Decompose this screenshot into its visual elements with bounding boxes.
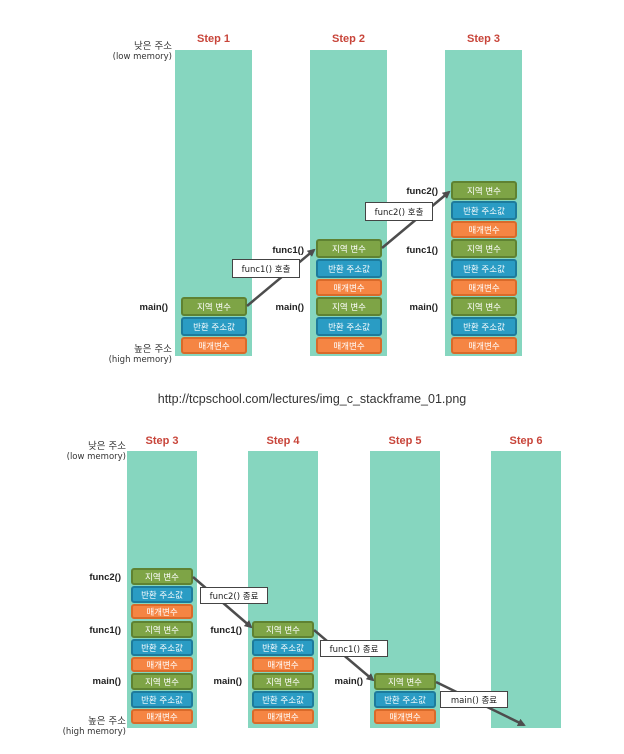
param-box: 매개변수 — [252, 709, 314, 724]
end-note-main: main() 종료 — [440, 691, 508, 708]
frame-label-func2: func2() — [406, 186, 438, 197]
step-title: Step 6 — [509, 435, 543, 447]
call-note-func1: func1() 호출 — [232, 259, 300, 278]
param-box: 매개변수 — [131, 657, 193, 672]
low-address-label: 낮은 주소 (low memory) — [60, 41, 172, 63]
frame-label-func1: func1() — [406, 245, 438, 256]
return-addr-box: 반환 주소값 — [316, 317, 382, 336]
low-address-sub: (low memory) — [112, 52, 172, 62]
frame-label-func1: func1() — [89, 625, 121, 636]
frame-label-main: main() — [213, 676, 243, 687]
return-addr-box: 반환 주소값 — [252, 691, 314, 708]
end-note-func2: func2() 종료 — [200, 587, 268, 604]
return-addr-box: 반환 주소값 — [181, 317, 247, 336]
high-address-label: 높은 주소 (high memory) — [14, 716, 126, 738]
step-title: Step 3 — [145, 435, 179, 447]
step-title: Step 3 — [466, 33, 500, 45]
param-box: 매개변수 — [316, 279, 382, 296]
local-var-box: 지역 변수 — [181, 297, 247, 316]
local-var-box: 지역 변수 — [451, 181, 517, 200]
param-box: 매개변수 — [131, 709, 193, 724]
param-box: 매개변수 — [451, 337, 517, 354]
local-var-box: 지역 변수 — [316, 239, 382, 258]
return-addr-box: 반환 주소값 — [131, 586, 193, 603]
step-title: Step 5 — [388, 435, 422, 447]
param-box: 매개변수 — [374, 709, 436, 724]
return-addr-box: 반환 주소값 — [451, 317, 517, 336]
return-addr-box: 반환 주소값 — [252, 639, 314, 656]
param-box: 매개변수 — [181, 337, 247, 354]
param-box: 매개변수 — [451, 221, 517, 238]
return-addr-box: 반환 주소값 — [316, 259, 382, 278]
frame-label-main: main() — [409, 302, 439, 313]
frame-label-main: main() — [92, 676, 122, 687]
frame-label-main: main() — [275, 302, 305, 313]
step-title: Step 4 — [266, 435, 300, 447]
frame-label-func1: func1() — [272, 245, 304, 256]
local-var-box: 지역 변수 — [131, 568, 193, 585]
frame-label-main: main() — [139, 302, 169, 313]
local-var-box: 지역 변수 — [252, 673, 314, 690]
param-box: 매개변수 — [451, 279, 517, 296]
return-addr-box: 반환 주소값 — [374, 691, 436, 708]
call-arrow — [246, 248, 316, 307]
step-title: Step 2 — [331, 33, 365, 45]
param-box: 매개변수 — [131, 604, 193, 619]
local-var-box: 지역 변수 — [252, 621, 314, 638]
low-address-text: 낮은 주소 — [88, 441, 126, 452]
stack-column-step6 — [491, 451, 561, 728]
local-var-box: 지역 변수 — [131, 673, 193, 690]
frame-label-func2: func2() — [89, 572, 121, 583]
local-var-box: 지역 변수 — [451, 297, 517, 316]
local-var-box: 지역 변수 — [451, 239, 517, 258]
high-address-text: 높은 주소 — [88, 716, 126, 727]
local-var-box: 지역 변수 — [316, 297, 382, 316]
end-note-func1: func1() 종료 — [320, 640, 388, 657]
low-address-label: 낮은 주소 (low memory) — [14, 441, 126, 463]
local-var-box: 지역 변수 — [131, 621, 193, 638]
return-addr-box: 반환 주소값 — [451, 259, 517, 278]
call-note-func2: func2() 호출 — [365, 202, 433, 221]
source-url: http://tcpschool.com/lectures/img_c_stac… — [157, 392, 467, 406]
high-address-label: 높은 주소 (high memory) — [60, 344, 172, 366]
high-address-text: 높은 주소 — [134, 344, 172, 355]
param-box: 매개변수 — [316, 337, 382, 354]
step-title: Step 1 — [196, 33, 230, 45]
return-addr-box: 반환 주소값 — [451, 201, 517, 220]
return-addr-box: 반환 주소값 — [131, 639, 193, 656]
frame-label-main: main() — [334, 676, 364, 687]
param-box: 매개변수 — [252, 657, 314, 672]
low-address-sub: (low memory) — [66, 452, 126, 462]
frame-label-func1: func1() — [210, 625, 242, 636]
high-address-sub: (high memory) — [108, 355, 172, 365]
low-address-text: 낮은 주소 — [134, 41, 172, 52]
local-var-box: 지역 변수 — [374, 673, 436, 690]
return-addr-box: 반환 주소값 — [131, 691, 193, 708]
high-address-sub: (high memory) — [62, 727, 126, 737]
